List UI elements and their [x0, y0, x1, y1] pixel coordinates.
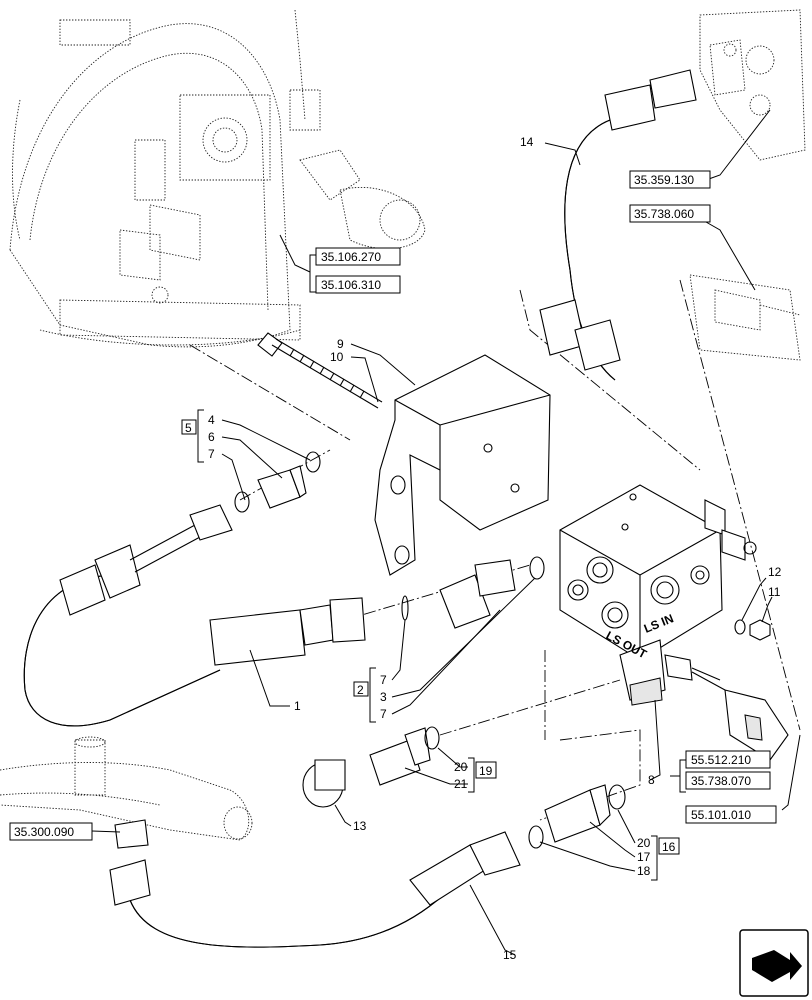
kit-brackets: 5 2 19 16 — [181, 409, 680, 881]
kit-box-5 — [181, 419, 197, 435]
elbow-fitting — [401, 556, 545, 629]
callout-15: 15 — [503, 948, 517, 962]
fitting-upper-left — [234, 451, 321, 513]
control-valve-block — [559, 484, 757, 706]
bolt-10 — [257, 332, 383, 409]
callout-8: 8 — [648, 773, 655, 787]
ref-box-35-359-130 — [629, 170, 711, 189]
kit-label-2: 2 — [357, 683, 364, 697]
valve-block-dotted-top-right — [699, 9, 806, 161]
mounting-bracket-9 — [374, 354, 551, 576]
cylinder-dotted-right — [689, 274, 801, 361]
assembly-centerlines — [129, 279, 801, 850]
ref-35-106-310: 35.106.310 — [321, 278, 381, 292]
kit-label-5: 5 — [185, 421, 192, 435]
ref-35-106-270: 35.106.270 — [321, 250, 381, 264]
hose-15 — [109, 819, 521, 948]
callout-10: 10 — [330, 350, 344, 364]
nut-11 — [749, 619, 771, 641]
callout-13: 13 — [353, 819, 367, 833]
callout-1: 1 — [294, 699, 301, 713]
ref-35-359-130: 35.359.130 — [634, 173, 694, 187]
kit-box-16 — [658, 837, 680, 855]
ref-box-35-738-060 — [629, 204, 711, 223]
callout-3: 3 — [380, 690, 387, 704]
callout-18: 18 — [637, 864, 651, 878]
ref-box-35-300-090 — [9, 822, 93, 841]
callout-20-a: 20 — [454, 760, 468, 774]
ref-box-55-101-010 — [685, 805, 777, 824]
transmission-housing-dotted — [9, 9, 426, 348]
kit-box-19 — [475, 761, 497, 779]
callout-17: 17 — [637, 850, 651, 864]
fitting-lower — [528, 784, 626, 849]
protective-cap-13 — [302, 759, 346, 808]
fitting-middle — [369, 726, 440, 786]
callout-12: 12 — [768, 565, 782, 579]
pipe-dotted-bottom-left — [0, 736, 253, 841]
callout-7-a: 7 — [208, 447, 215, 461]
callout-9: 9 — [337, 337, 344, 351]
ref-35-300-090: 35.300.090 — [14, 825, 74, 839]
kit-label-19: 19 — [479, 764, 493, 778]
callout-11: 11 — [768, 585, 781, 599]
callout-7-c: 7 — [380, 707, 387, 721]
callout-4: 4 — [208, 413, 215, 427]
callout-20-b: 20 — [637, 836, 651, 850]
ref-box-55-512-210 — [685, 750, 771, 769]
next-page-arrow-icon[interactable] — [739, 929, 809, 997]
callout-6: 6 — [208, 430, 215, 444]
electrical-connector — [691, 671, 789, 761]
ref-box-35-106-310 — [315, 275, 401, 294]
kit-box-2 — [353, 681, 369, 697]
kit-label-16: 16 — [662, 840, 676, 854]
ref-35-738-070: 35.738.070 — [691, 774, 751, 788]
ref-55-101-010: 55.101.010 — [691, 808, 751, 822]
ref-55-512-210: 55.512.210 — [691, 753, 751, 767]
washer-12 — [734, 619, 746, 635]
callout-7-b: 7 — [380, 673, 387, 687]
part-callouts: 1 9 10 4 6 7 7 3 7 14 12 11 8 13 20 21 2… — [208, 135, 782, 962]
ref-35-738-060: 35.738.060 — [634, 207, 694, 221]
callout-21: 21 — [454, 777, 468, 791]
leader-lines — [91, 109, 801, 956]
hose-1 — [23, 504, 366, 727]
reference-boxes: 35.106.270 35.106.310 35.359.130 35.738.… — [9, 170, 777, 841]
callout-14: 14 — [520, 135, 534, 149]
hose-14 — [539, 69, 697, 381]
ref-box-35-738-070 — [685, 771, 771, 790]
ref-box-35-106-270 — [315, 247, 401, 266]
